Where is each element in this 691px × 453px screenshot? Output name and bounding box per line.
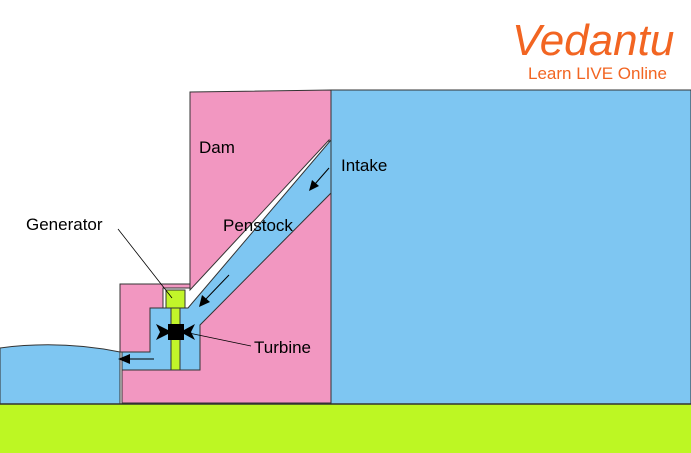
turbine-label: Turbine: [254, 338, 311, 357]
intake-arrow: [309, 167, 330, 191]
tailrace-water: [0, 344, 121, 406]
vedantu-logo: Vedantu Learn LIVE Online: [512, 16, 674, 83]
ground: [0, 404, 691, 453]
generator-label: Generator: [26, 215, 103, 234]
dam-label: Dam: [199, 138, 235, 157]
intake-label: Intake: [341, 156, 387, 175]
logo-brand: Vedantu: [512, 16, 674, 65]
reservoir-water: [330, 89, 691, 406]
logo-tagline: Learn LIVE Online: [528, 64, 667, 83]
penstock-arrow: [199, 274, 230, 307]
turbine: [156, 324, 195, 340]
generator: [165, 289, 186, 309]
turbine-leader-line: [183, 331, 252, 347]
generator-leader-line: [117, 228, 173, 299]
penstock-label: Penstock: [223, 216, 293, 235]
outflow-arrow: [118, 354, 154, 364]
